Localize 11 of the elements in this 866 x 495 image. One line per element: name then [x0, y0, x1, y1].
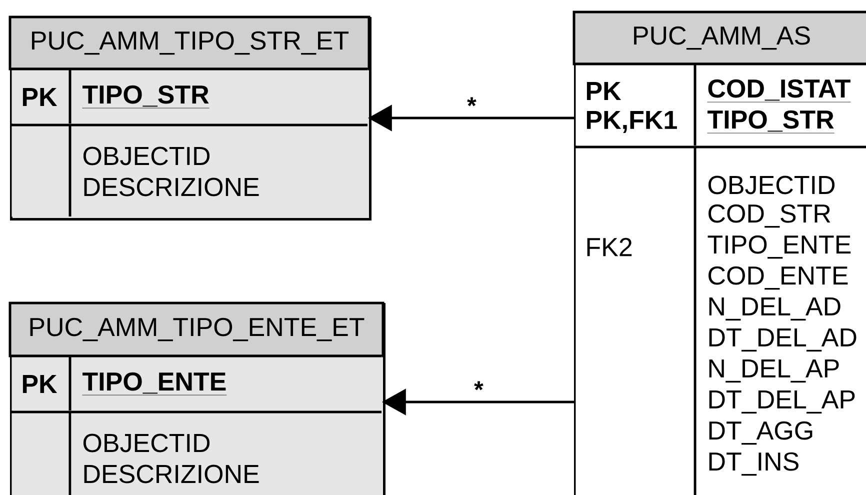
node-label: DESCRIZIONE — [84, 178, 259, 196]
key-section: PK PK,FK1 COD_ISTAT TIPO_STR — [576, 62, 866, 146]
node-label: DESCRIZIONE — [84, 464, 259, 484]
key-section: PK TIPO_STR — [12, 68, 368, 124]
key-section: PK TIPO_ENTE — [12, 354, 382, 411]
node-label: OBJECTID — [83, 434, 210, 452]
edge-label: * — [466, 96, 478, 115]
node-label: OBJECTID — [83, 146, 210, 166]
attribute-section: OBJECTID DESCRIZIONE — [12, 124, 368, 217]
edge-label: * — [473, 380, 484, 399]
attribute-section: OBJECTID DESCRIZIONE — [12, 410, 382, 495]
